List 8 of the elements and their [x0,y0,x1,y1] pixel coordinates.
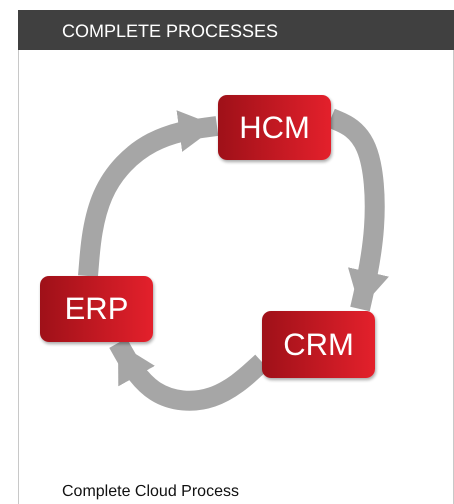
caption: Complete Cloud Process [62,483,239,501]
process-box [262,311,375,378]
node-label: HCM [239,110,310,146]
title: COMPLETE PROCESSES [62,21,278,42]
process-box [40,276,153,342]
process-box [218,95,331,160]
node-label: ERP [64,291,128,327]
node-label: CRM [283,326,354,362]
